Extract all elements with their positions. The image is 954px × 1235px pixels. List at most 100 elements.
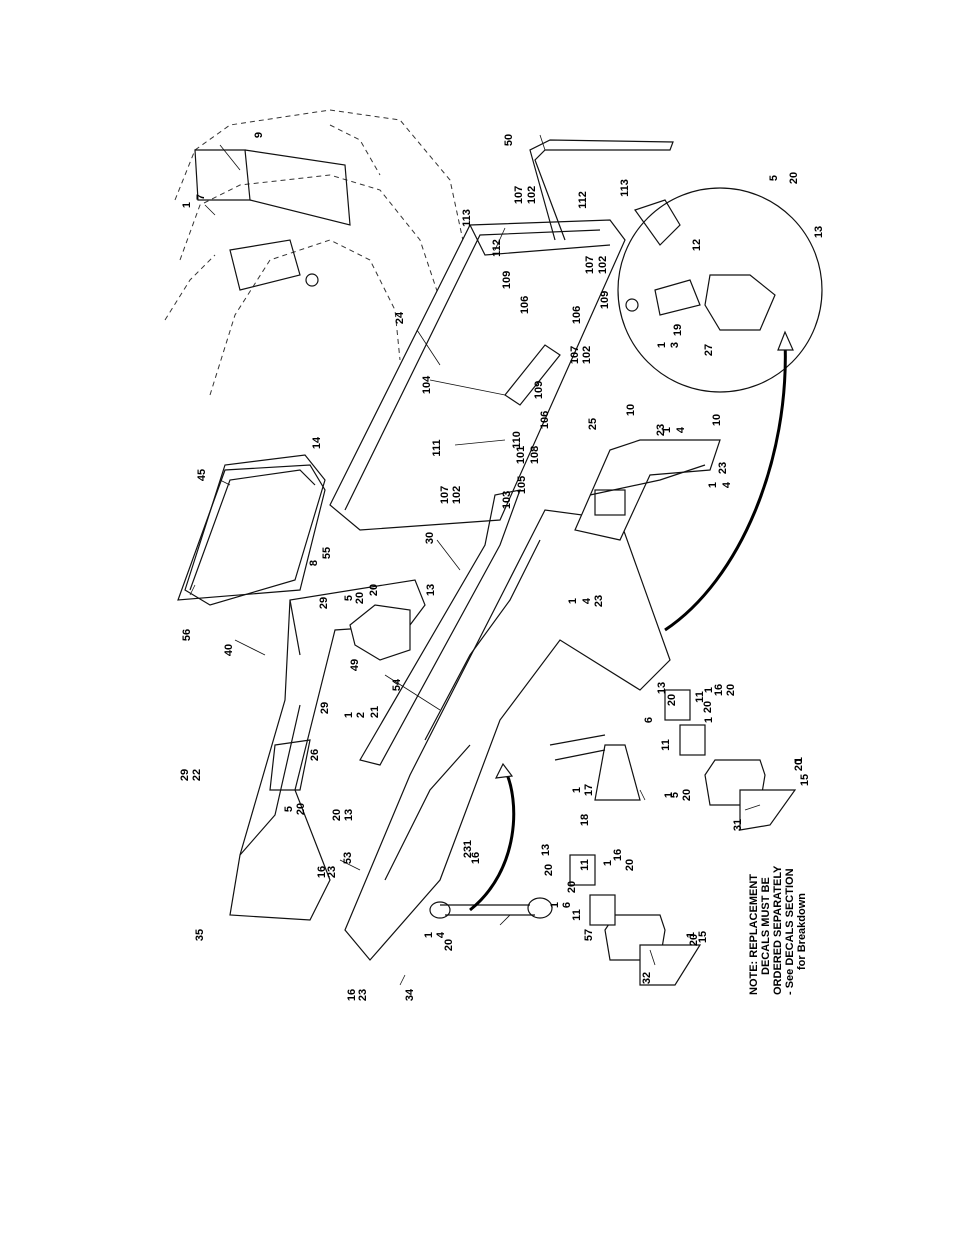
callout-label: 23 xyxy=(462,846,474,858)
callout-label: 20 xyxy=(295,803,307,815)
part-18-block xyxy=(594,744,641,801)
callout-label: 102 xyxy=(451,486,463,504)
callout-label: 14 xyxy=(311,436,323,449)
part-30-frame xyxy=(344,489,671,961)
callout-label: 1 xyxy=(423,932,435,938)
callout-label: 1 xyxy=(656,342,668,348)
callout-label: 1 xyxy=(343,712,355,718)
callout-label: 110 xyxy=(511,431,523,449)
callout-label: 18 xyxy=(579,814,591,826)
hinge-plate-left-lower xyxy=(589,894,616,926)
callout-label: 45 xyxy=(196,469,208,481)
callout-label: 16 xyxy=(346,989,358,1001)
callout-label: 1 xyxy=(707,482,719,488)
callout-label: 113 xyxy=(619,179,631,197)
callout-label: 5 xyxy=(669,792,681,798)
callout-label: 3 xyxy=(669,342,681,348)
callout-label: 11 xyxy=(660,739,672,751)
vehicle-outline xyxy=(164,109,466,396)
callout-label: 23 xyxy=(357,989,369,1001)
callout-label: 49 xyxy=(349,659,361,671)
callout-label: 4 xyxy=(435,931,447,938)
part-24-rail xyxy=(329,219,626,531)
callout-label: 20 xyxy=(368,584,380,596)
part-57-link xyxy=(440,904,535,916)
callout-label: 109 xyxy=(501,271,513,289)
callout-label: 1 xyxy=(602,860,614,866)
callout-label: 7 xyxy=(195,194,207,200)
callout-label: 5 xyxy=(768,175,780,181)
detail-inset xyxy=(617,187,823,393)
replacement-decals-note: NOTE: REPLACEMENT DECALS MUST BE ORDERED… xyxy=(748,865,808,995)
callout-label: 102 xyxy=(581,346,593,364)
callout-label: 113 xyxy=(461,209,473,227)
callout-label: 105 xyxy=(516,476,528,494)
callout-label: 1 xyxy=(685,932,697,938)
callout-label: 20 xyxy=(725,684,737,696)
callout-label: 102 xyxy=(526,186,538,204)
callout-label: 29 xyxy=(179,769,191,781)
part-49-bracket xyxy=(349,604,411,661)
callout-label: 6 xyxy=(643,717,655,723)
callout-label: 23 xyxy=(655,424,667,436)
callout-label: 12 xyxy=(691,239,703,251)
callout-label: 4 xyxy=(721,481,733,488)
callout-label: 17 xyxy=(583,784,595,796)
note-line-5: for Breakdown xyxy=(796,893,808,970)
callout-label: 53 xyxy=(342,852,354,864)
callout-label: 10 xyxy=(711,414,723,426)
callout-label: 24 xyxy=(394,311,406,324)
callout-label: 1 xyxy=(663,792,675,798)
part-32-pedal xyxy=(604,914,702,986)
callout-label: 16 xyxy=(713,684,725,696)
callout-label: 31 xyxy=(732,819,744,831)
callout-label: 103 xyxy=(501,491,513,509)
callout-label: 23 xyxy=(326,866,338,878)
callout-label: 32 xyxy=(641,972,653,984)
callout-label: 25 xyxy=(587,418,599,430)
note-line-3: ORDERED SEPARATELY xyxy=(772,865,784,995)
callout-label: 56 xyxy=(181,629,193,641)
callout-label: 1 xyxy=(703,717,715,723)
callout-label: 109 xyxy=(599,291,611,309)
callout-label: 11 xyxy=(579,859,591,871)
callout-label: 1 xyxy=(567,598,579,604)
callout-label: 29 xyxy=(319,702,331,714)
callout-label: 13 xyxy=(343,809,355,821)
part-25-crossbar xyxy=(574,439,721,541)
callout-label: 20 xyxy=(566,881,578,893)
callout-label: 20 xyxy=(543,864,555,876)
callout-label: 1 xyxy=(661,427,673,433)
callout-label: 2 xyxy=(355,712,367,718)
callout-label: 9 xyxy=(253,132,265,138)
callout-label: 16 xyxy=(470,852,482,864)
part-31-pedal xyxy=(704,759,797,831)
callout-label: 20 xyxy=(666,694,678,706)
callout-label: 23 xyxy=(593,595,605,607)
callout-label: 19 xyxy=(672,324,684,336)
callout-label: 101 xyxy=(515,446,527,464)
callout-label: 20 xyxy=(688,934,700,946)
callout-label: 23 xyxy=(717,462,729,474)
callout-label: 55 xyxy=(321,547,333,559)
hinge-plate-upper xyxy=(664,689,691,721)
callout-label: 15 xyxy=(697,931,709,943)
callout-label: 50 xyxy=(503,134,515,146)
callout-label: 107 xyxy=(513,186,525,204)
callout-label: 21 xyxy=(369,706,381,718)
callout-label: 22 xyxy=(191,769,203,781)
callout-label: 112 xyxy=(577,191,589,209)
callout-label: 34 xyxy=(404,988,416,1001)
arrow-to-detail xyxy=(664,339,787,632)
callout-label: 35 xyxy=(194,929,206,941)
callout-label: 15 xyxy=(799,774,811,786)
callout-label: 107 xyxy=(584,256,596,274)
callout-label: 1 xyxy=(571,787,583,793)
callout-label: 20 xyxy=(443,939,455,951)
callout-label: 40 xyxy=(223,644,235,656)
callout-label: 16 xyxy=(612,849,624,861)
callout-label: 1 xyxy=(549,902,561,908)
callout-label: 109 xyxy=(533,381,545,399)
